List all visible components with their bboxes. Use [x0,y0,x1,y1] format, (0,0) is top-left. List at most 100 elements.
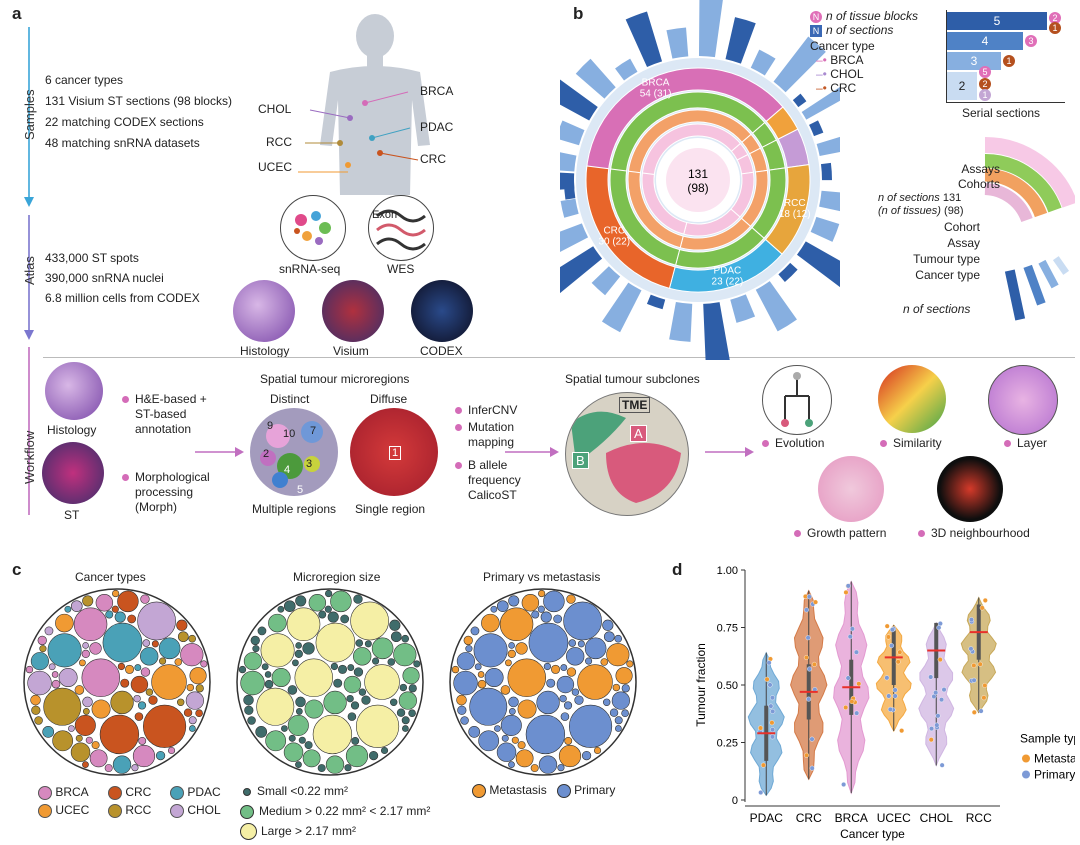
pack-circle [134,664,142,672]
pack-circle [402,667,420,685]
data-point [889,627,895,633]
data-point [934,722,940,728]
section-bar [625,11,663,67]
section-bar [773,36,826,93]
pack-circle [30,652,49,671]
section-bar [560,120,585,146]
pack-circle [294,649,303,659]
pack-circle [581,750,592,761]
data-point [845,675,851,681]
data-point [979,605,985,611]
legend-item: Medium > 0.22 mm² < 2.17 mm² [259,804,431,818]
circle-pack-title: Microregion size [293,570,381,584]
data-point [968,617,974,623]
label-rcc: RCC [266,135,292,149]
workflow-divider [43,357,1075,548]
pack-circle [343,675,362,694]
pack-circle [621,684,630,693]
pack-circle [468,726,481,738]
pack-circle [189,725,196,732]
pack-circle [338,664,348,674]
y-tick-label: 0 [732,795,738,807]
serial-badge: 1 [1003,55,1015,67]
pack-circle [155,750,166,761]
pack-circle [453,670,478,696]
x-tick-label: BRCA [835,811,868,825]
pack-circle [31,705,41,715]
pack-circle [333,678,343,688]
data-point [853,649,859,655]
data-point [847,634,853,640]
pack-circle [44,626,54,636]
y-tick-label: 1.00 [717,565,738,577]
pack-circle [347,664,355,672]
pack-circle [521,594,540,612]
pack-circle [195,709,203,718]
pack-circle [89,642,102,655]
data-point [968,646,974,652]
pack-circle [125,664,135,674]
pack-circle [387,658,396,666]
section-bar [560,152,577,172]
pack-circle [340,614,350,624]
pack-circle [507,649,516,659]
serial-badge: 1 [979,89,991,101]
assay-segment [627,170,684,249]
codex-label: CODEX [420,344,463,358]
pack-circle [130,675,149,694]
pack-circle [82,708,90,715]
pack-circle [615,667,633,685]
serial-badge: 1 [1049,22,1061,34]
pack-circle [508,595,520,607]
atlas-line: 6.8 million cells from CODEX [45,291,200,305]
pack-circle [137,601,176,641]
visium-label: Visium [333,344,369,358]
side-label-workflow: Workflow [22,430,37,484]
pack-circle [556,675,575,694]
pack-circle [43,687,82,726]
pack-circle [117,590,139,613]
data-point [929,726,935,732]
legend-title: Sample type [1020,732,1075,746]
pack-circle [451,665,460,674]
data-point [982,682,988,688]
pack-circle [507,658,547,698]
pack-circle [364,640,372,648]
pack-circle [138,736,147,745]
data-point [897,649,903,655]
side-label-atlas: Atlas [22,256,37,285]
pack-circle [559,694,567,703]
pack-circle [244,705,254,715]
label-chol: CHOL [258,102,292,116]
samples-line: 48 matching snRNA datasets [45,136,200,150]
pack-circle [200,660,208,668]
data-point [971,662,977,668]
section-bar [750,49,776,76]
pack-circle [401,716,410,725]
pack-circle [91,741,100,750]
pack-circle [142,639,151,647]
pack-circle [566,667,577,677]
pack-circle [302,749,321,768]
similarity-text: Similarity [893,436,942,450]
data-point [768,703,774,709]
y-axis-label: Tumour fraction [694,643,708,727]
pack-circle [99,714,140,755]
growth-pattern-image [818,456,884,522]
pack-circle [151,640,159,648]
pack-circle [566,594,576,604]
subclone-b-label: B [572,452,589,469]
pack-circle [79,659,86,667]
legend-dot [1022,770,1030,779]
serial-bar: 2 [947,72,977,100]
pack-circle [256,687,295,726]
pack-circle [58,668,78,687]
microregions-title: Spatial tumour microregions [260,372,410,386]
pack-circle [606,643,630,667]
pack-circle [566,647,585,666]
cohort-segment [609,168,681,266]
x-tick-label: RCC [966,811,992,825]
pack-circle [346,694,354,703]
atlas-line: 390,000 snRNA nuclei [45,271,164,285]
